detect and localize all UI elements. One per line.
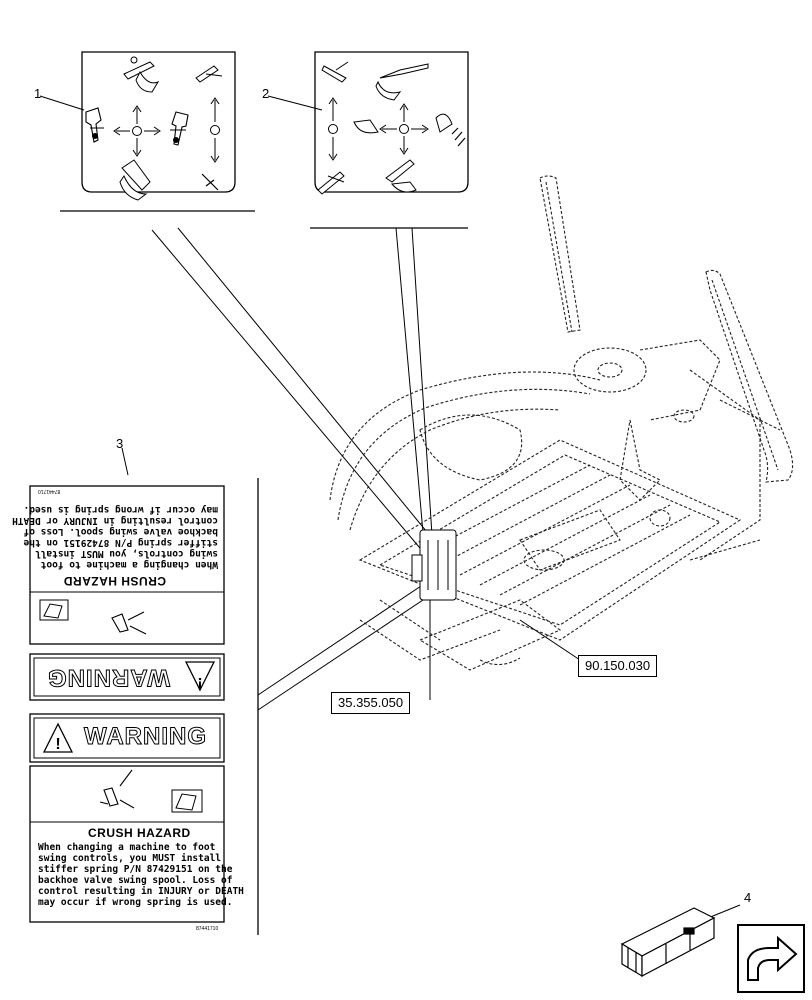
callout-1: 1 (34, 86, 42, 101)
decal-line-6-flipped: may occur if wrong spring is used. (23, 504, 218, 515)
tractor-cab-floor (329, 175, 794, 671)
warning-banner-flipped: WARNING (34, 658, 220, 696)
crush-hazard-upper-flipped: CRUSH HAZARD When changing a machine to … (12, 486, 224, 592)
callout-2: 2 (262, 86, 270, 101)
crush-hazard-decal: ! (29, 478, 259, 935)
flipped-exclamation: ! (197, 674, 202, 691)
decal-line-6: may occur if wrong spring is used. (38, 897, 233, 908)
decal-line-4: backhoe valve swing spool. Loss of (38, 875, 233, 886)
lever-pattern-decal-2 (310, 51, 469, 229)
decal-code: 87441710 (196, 926, 219, 932)
lever-pattern-decal-1 (60, 51, 255, 212)
crush-hazard-title: CRUSH HAZARD (88, 826, 191, 840)
reference-35-355-050[interactable]: 35.355.050 (331, 692, 411, 714)
control-valve-block (411, 529, 457, 601)
crush-hazard-title-flipped: CRUSH HAZARD (63, 574, 166, 588)
warning-label: WARNING (84, 723, 207, 751)
svg-text:!: ! (55, 736, 60, 753)
decal-line-1-flipped: When changing a machine to foot (40, 559, 218, 570)
navigation-arrow-icon (737, 924, 805, 993)
decal-line-2: swing controls, you MUST install (38, 853, 222, 864)
decal-line-4-flipped: backhoe valve swing spool. Loss of (23, 526, 218, 537)
decal-line-2-flipped: swing controls, you MUST install (34, 548, 218, 559)
leader-lines (39, 95, 741, 919)
callout-4: 4 (744, 890, 752, 905)
decal-code-flipped: 87441710 (38, 488, 61, 494)
callout-3: 3 (116, 436, 124, 451)
decal-line-5: control resulting in INJURY or DEATH (38, 886, 244, 897)
decal-line-3: stiffer spring P/N 87429151 on the (38, 864, 233, 875)
decal-line-1: When changing a machine to foot (38, 842, 216, 853)
decal-line-3-flipped: stiffer spring P/N 87429151 on the (23, 537, 218, 548)
reference-90-150-030[interactable]: 90.150.030 (578, 655, 658, 677)
decal-line-5-flipped: control resulting in INJURY or DEATH (12, 515, 218, 526)
warning-label-flipped: WARNING (47, 664, 171, 692)
shipping-crate-icon (620, 907, 716, 978)
